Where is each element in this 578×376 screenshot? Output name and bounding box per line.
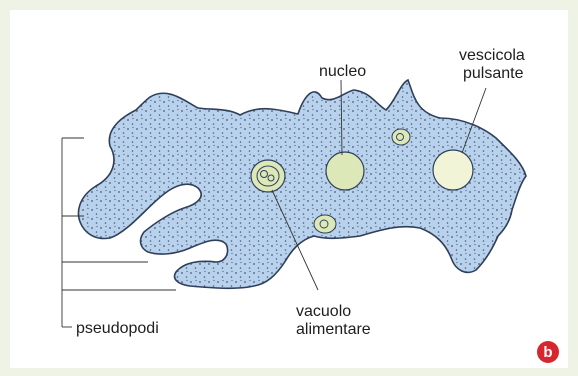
food-vacuole-main xyxy=(251,160,285,192)
nucleus-label: nucleo xyxy=(319,63,366,80)
vesicle-label-line1: vescicola xyxy=(459,47,525,64)
nucleus-shape xyxy=(326,152,364,190)
food-vacuole-small-bottom xyxy=(314,215,336,233)
vacuole-label-line1: vacuolo xyxy=(296,303,351,320)
vesicle-label-line2: pulsante xyxy=(463,65,524,82)
food-vacuole-small-top xyxy=(392,129,410,145)
contractile-vesicle-shape xyxy=(433,150,473,190)
pseudopods-label: pseudopodi xyxy=(76,320,159,337)
vacuole-label-line2: alimentare xyxy=(296,321,371,338)
panel-badge-letter: b xyxy=(543,344,552,361)
